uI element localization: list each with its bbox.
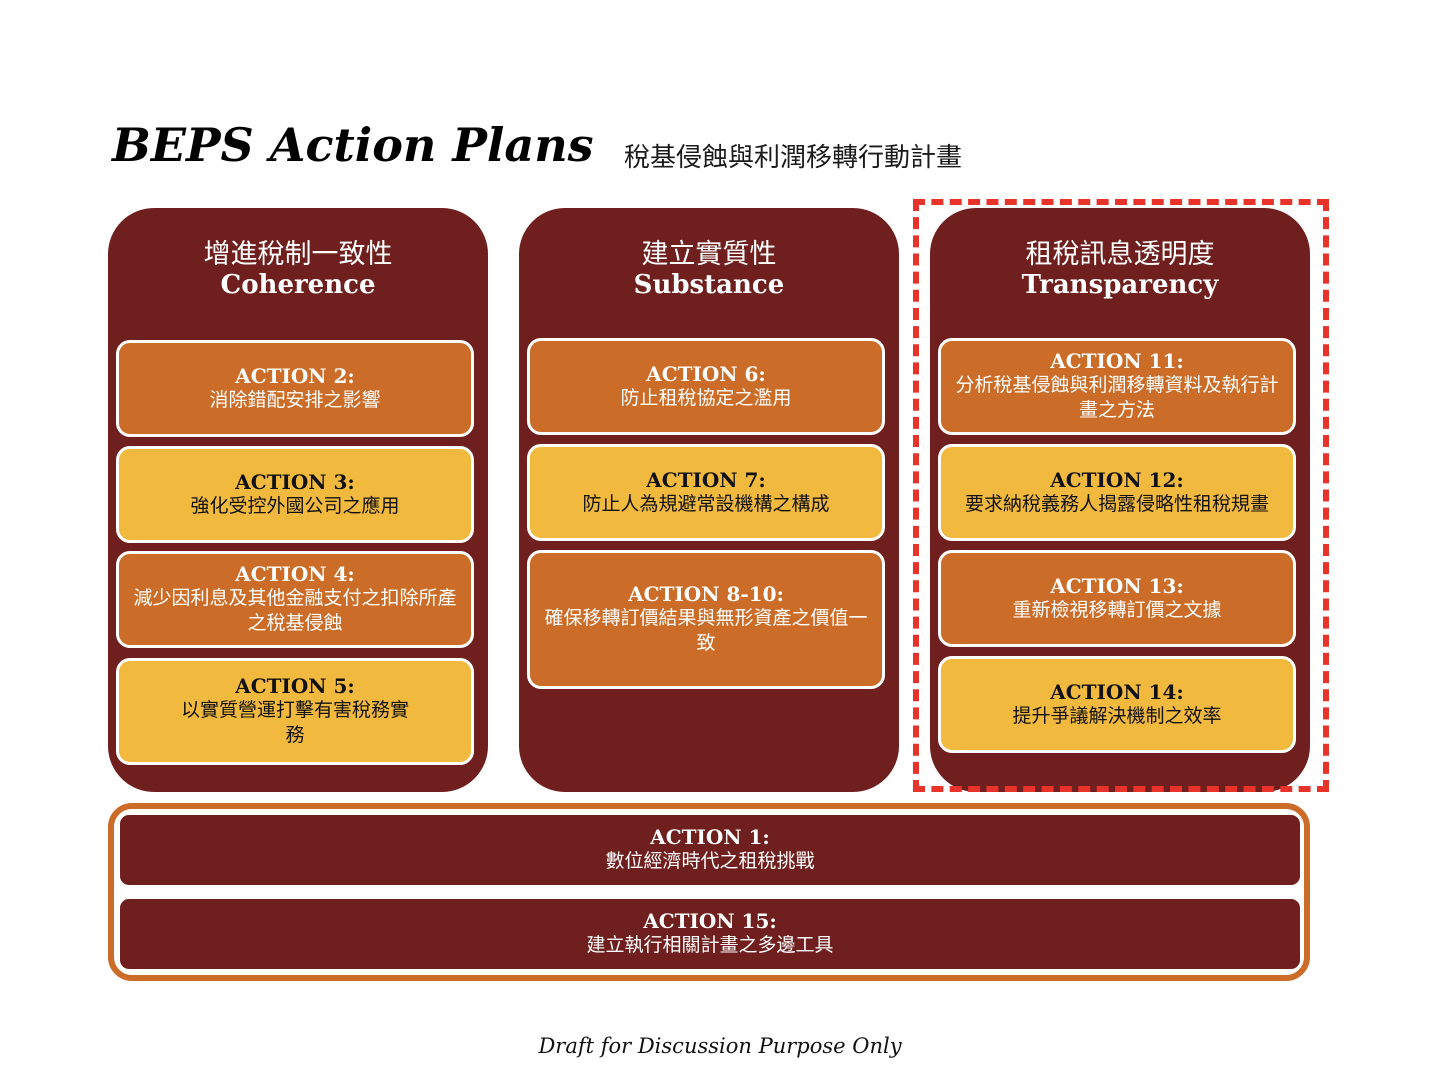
action-description: 提升爭議解決機制之效率 [1012,704,1222,727]
action-label: ACTION 14: [1050,679,1184,704]
column-heading-zh: 建立實質性 [641,239,777,270]
footer-note: Draft for Discussion Purpose Only [538,1034,902,1058]
action-description: 建立執行相關計畫之多邊工具 [586,934,834,956]
action-5-box: ACTION 5: 以實質營運打擊有害稅務實務 [116,658,474,765]
page-title: BEPS Action Plans [112,118,594,172]
action-12-box: ACTION 12: 要求納稅義務人揭露侵略性租稅規畫 [938,444,1296,541]
transparency-highlight-frame [913,199,1329,792]
action-11-box: ACTION 11: 分析稅基侵蝕與利潤移轉資料及執行計畫之方法 [938,338,1296,435]
action-1-box: ACTION 1: 數位經濟時代之租稅挑戰 [117,812,1303,888]
action-label: ACTION 11: [1050,349,1184,373]
column-heading-en: Transparency [1021,270,1219,300]
column-heading-en: Substance [633,270,785,300]
action-description: 以實質營運打擊有害稅務實務 [180,699,409,746]
action-label: ACTION 8-10: [628,582,784,606]
column-heading-zh: 增進稅制一致性 [203,239,393,270]
action-description: 減少因利息及其他金融支付之扣除所產之稅基侵蝕 [133,587,457,634]
action-label: ACTION 6: [646,361,766,386]
action-description: 防止人為規避常設機構之構成 [582,492,830,515]
action-description: 重新檢視移轉訂價之文據 [1012,598,1222,621]
column-substance: 建立實質性 Substance ACTION 6: 防止租稅協定之濫用 ACTI… [519,208,899,792]
action-6-box: ACTION 6: 防止租稅協定之濫用 [527,338,885,435]
action-4-box: ACTION 4: 減少因利息及其他金融支付之扣除所產之稅基侵蝕 [116,551,474,648]
action-description: 要求納稅義務人揭露侵略性租稅規畫 [964,492,1269,515]
column-heading-zh: 租稅訊息透明度 [1025,239,1215,270]
action-label: ACTION 12: [1050,467,1184,492]
action-label: ACTION 3: [235,469,355,494]
action-label: ACTION 2: [235,363,355,388]
action-description: 數位經濟時代之租稅挑戰 [605,850,815,872]
action-label: ACTION 1: [650,825,770,849]
action-label: ACTION 5: [235,674,355,698]
action-13-box: ACTION 13: 重新檢視移轉訂價之文據 [938,550,1296,647]
action-8-10-box: ACTION 8-10: 確保移轉訂價結果與無形資產之價值一致 [527,550,885,689]
action-label: ACTION 15: [643,909,777,933]
column-heading-en: Coherence [220,270,376,300]
action-description: 防止租稅協定之濫用 [620,386,792,409]
action-2-box: ACTION 2: 消除錯配安排之影響 [116,340,474,437]
action-label: ACTION 4: [235,562,355,586]
action-description: 分析稅基侵蝕與利潤移轉資料及執行計畫之方法 [955,374,1279,421]
column-coherence: 增進稅制一致性 Coherence ACTION 2: 消除錯配安排之影響 AC… [108,208,488,792]
action-15-box: ACTION 15: 建立執行相關計畫之多邊工具 [117,896,1303,972]
action-label: ACTION 7: [646,467,766,492]
action-description: 強化受控外國公司之應用 [190,494,400,517]
action-description: 消除錯配安排之影響 [209,388,381,411]
action-description: 確保移轉訂價結果與無形資產之價值一致 [544,607,868,654]
action-14-box: ACTION 14: 提升爭議解決機制之效率 [938,656,1296,753]
action-7-box: ACTION 7: 防止人為規避常設機構之構成 [527,444,885,541]
page-subtitle: 稅基侵蝕與利潤移轉行動計畫 [624,143,963,173]
action-label: ACTION 13: [1050,573,1184,598]
column-transparency: 租稅訊息透明度 Transparency ACTION 11: 分析稅基侵蝕與利… [930,208,1310,792]
action-3-box: ACTION 3: 強化受控外國公司之應用 [116,446,474,543]
